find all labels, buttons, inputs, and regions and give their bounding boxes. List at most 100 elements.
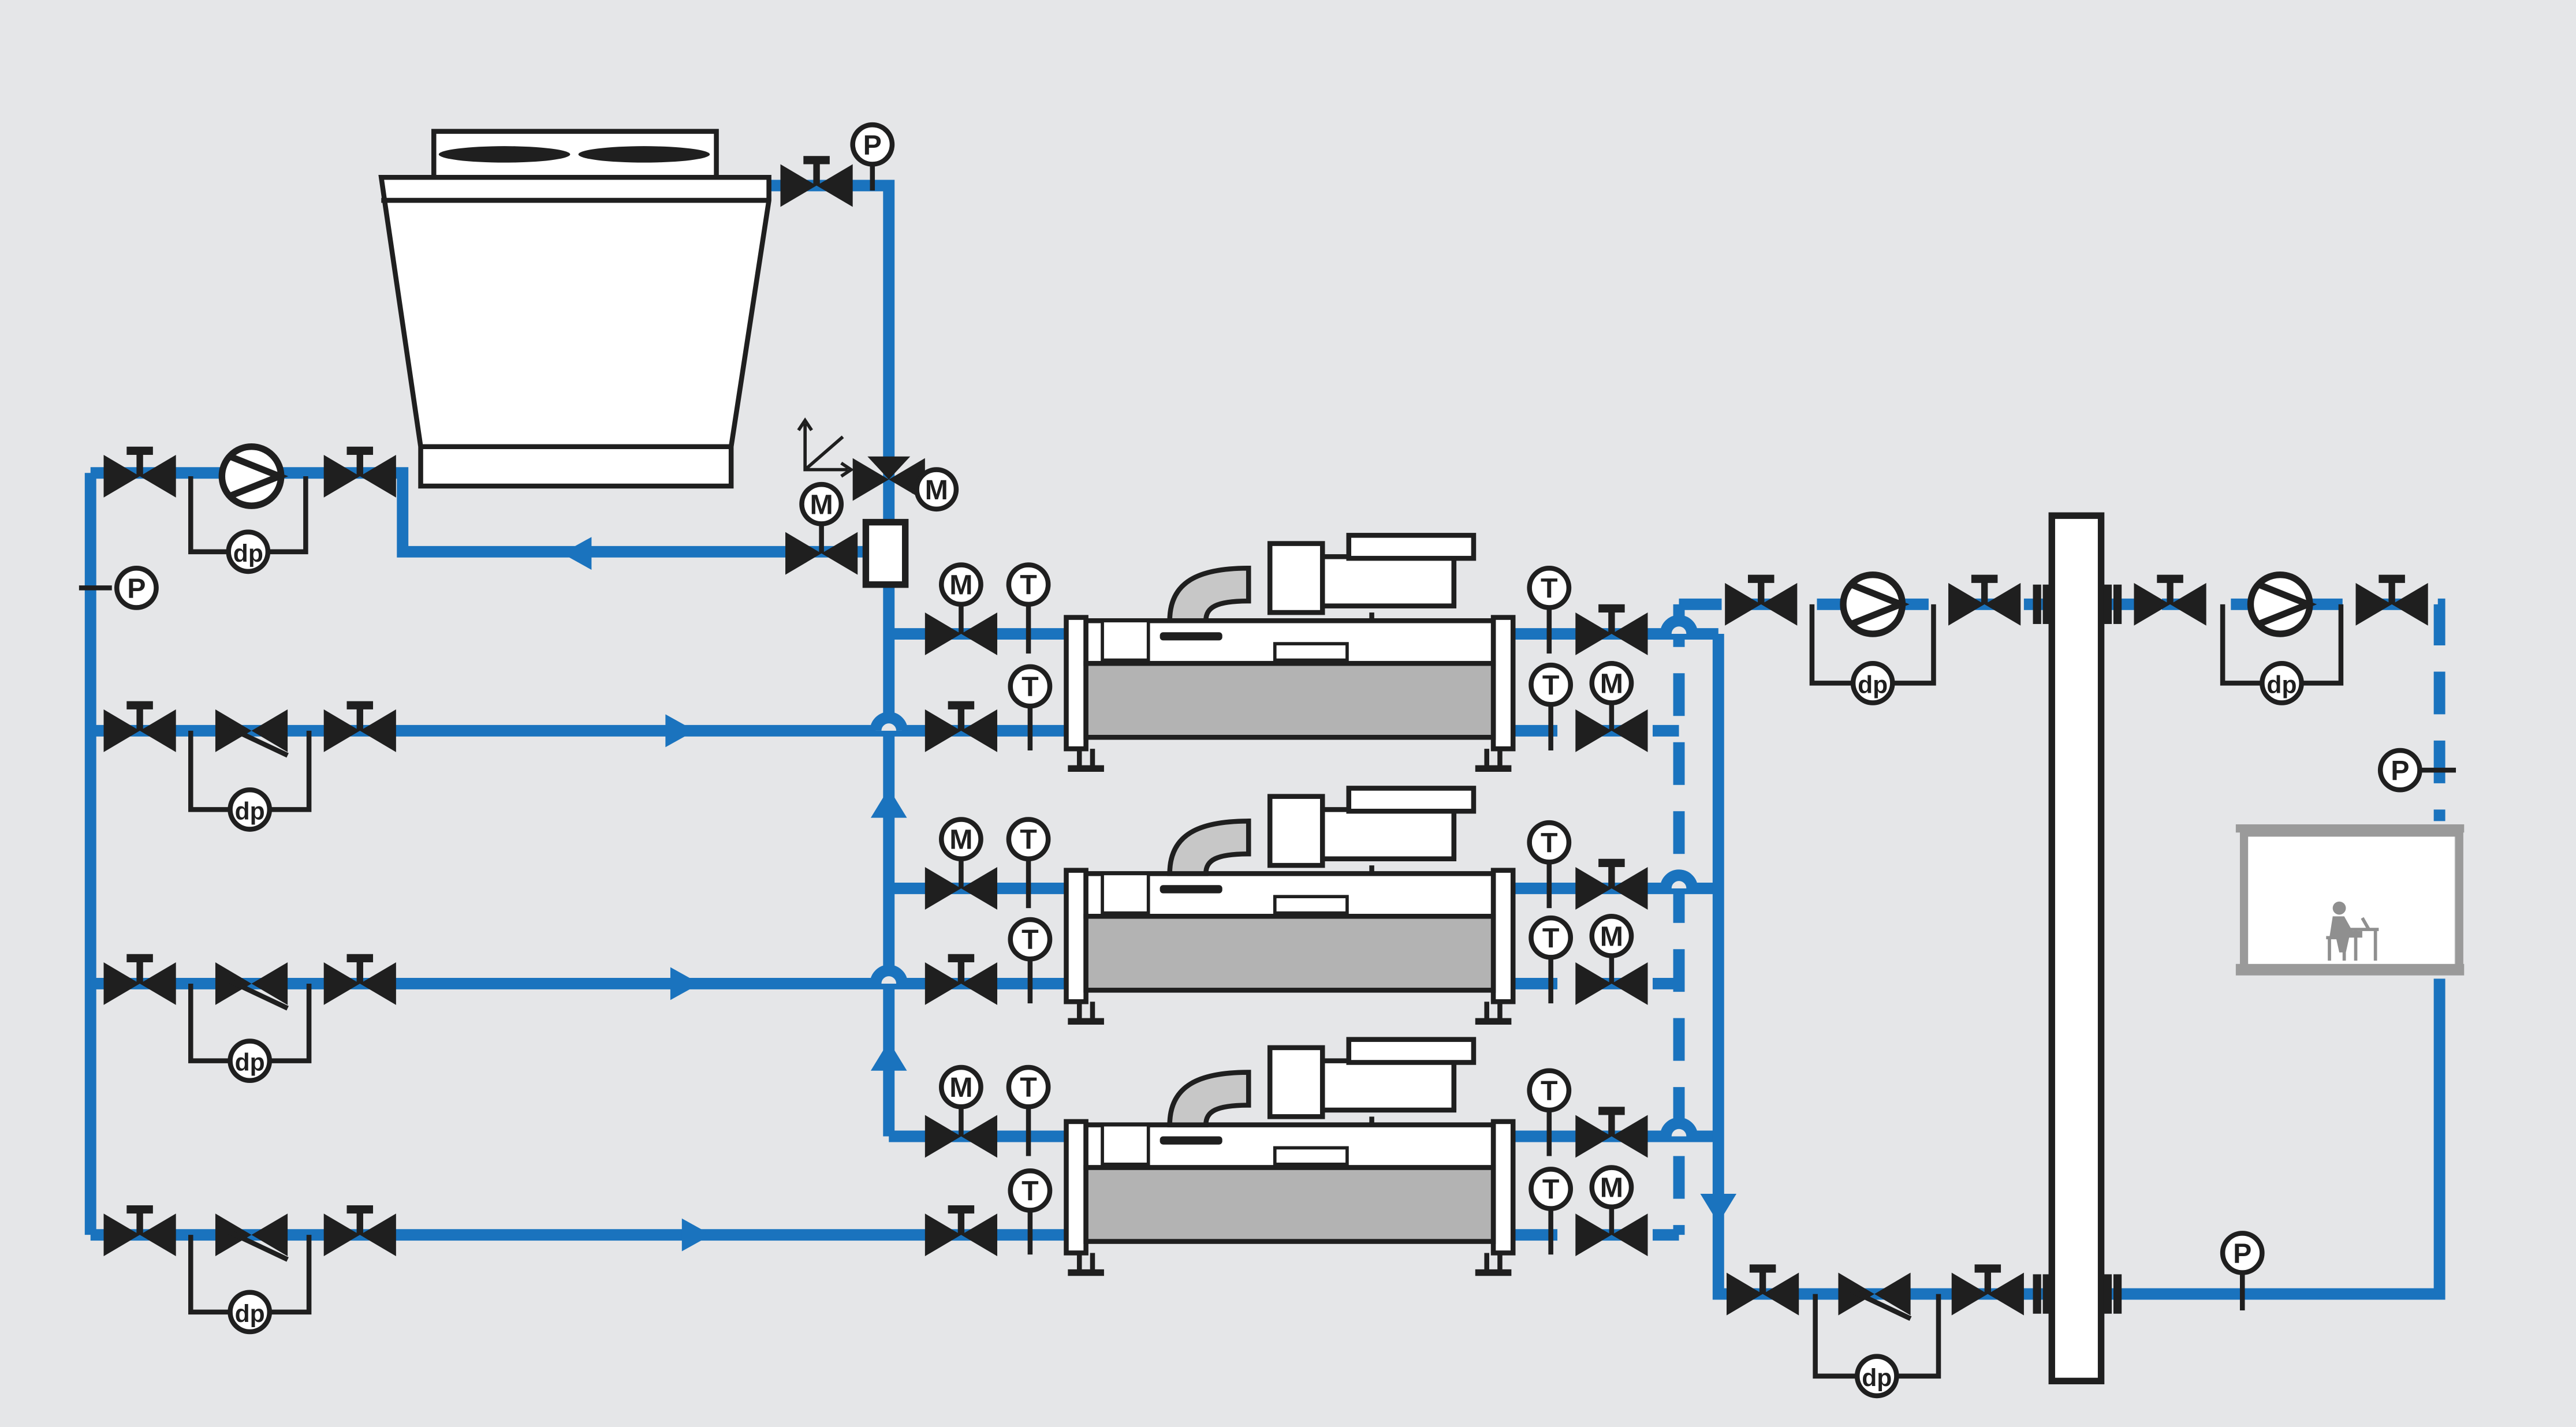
svg-text:T: T	[1022, 671, 1039, 703]
pressure-gauge: P	[850, 122, 895, 167]
compressor-motor	[1319, 1058, 1457, 1113]
pipe-segment	[84, 467, 888, 1235]
gate-valve	[780, 156, 853, 207]
tower-body	[378, 174, 771, 489]
compressor	[1267, 794, 1325, 868]
gate-valve	[103, 701, 176, 752]
pipe-flange	[2103, 584, 2112, 624]
svg-text:T: T	[1541, 573, 1558, 604]
temperature-gauge: T	[1008, 917, 1053, 962]
motor-base	[1273, 895, 1349, 915]
dp-gauge: dp	[2260, 660, 2304, 705]
chiller-end-plate	[1064, 868, 1088, 1004]
svg-text:M: M	[1600, 1172, 1623, 1204]
actuator-indicator	[803, 423, 848, 472]
gate-valve	[924, 701, 997, 752]
cooling-tower	[378, 129, 771, 489]
svg-text:M: M	[1600, 668, 1623, 699]
gate-valve	[1951, 1264, 2024, 1316]
gate-valve	[323, 1205, 396, 1257]
pipe-flange	[2113, 1274, 2122, 1314]
motor-actuator: M	[1589, 914, 1634, 958]
pipe-flange	[2103, 1274, 2112, 1314]
chiller-end-plate	[1064, 615, 1088, 752]
compressor-motor	[1319, 554, 1457, 608]
chiller-3	[1064, 1037, 1516, 1276]
temperature-gauge: T	[1529, 662, 1574, 707]
building-room	[2244, 827, 2455, 971]
gate-valve	[1575, 1107, 1648, 1158]
pipe-crossover	[1660, 615, 1698, 634]
flow-arrow	[1700, 1194, 1737, 1224]
chiller-1	[1064, 533, 1516, 772]
svg-text:dp: dp	[1862, 1364, 1892, 1392]
chiller-2	[1064, 786, 1516, 1025]
temperature-gauge: T	[1006, 1064, 1051, 1110]
svg-text:M: M	[810, 489, 833, 520]
three-way-valve-port	[867, 456, 911, 480]
balancing-valve	[1838, 1272, 1912, 1321]
chiller-end-plate	[1490, 1119, 1516, 1256]
dp-gauge: dp	[226, 529, 271, 574]
motor-base	[1273, 642, 1349, 662]
svg-text:M: M	[949, 1072, 972, 1103]
bypass-box	[862, 518, 909, 588]
svg-text:T: T	[1542, 670, 1560, 701]
gate-valve	[2355, 574, 2428, 626]
svg-text:T: T	[1020, 1072, 1037, 1103]
flow-arrow	[681, 1218, 712, 1252]
pipe-flange	[2033, 584, 2041, 624]
svg-text:dp: dp	[235, 1049, 265, 1077]
chiller-oil-box	[1101, 1123, 1150, 1166]
motor-actuator: M	[939, 1064, 983, 1110]
svg-text:M: M	[1600, 921, 1623, 952]
temperature-gauge: T	[1006, 562, 1051, 607]
chiller-oil-box	[1101, 872, 1150, 915]
pressure-gauge: P	[2220, 1231, 2265, 1275]
dp-gauge: dp	[1854, 1354, 1899, 1399]
svg-text:T: T	[1022, 924, 1039, 955]
chiller-end-plate	[1490, 868, 1516, 1004]
svg-text:M: M	[925, 475, 948, 506]
pipe-crossover	[870, 965, 908, 984]
compressor-elbow	[1167, 1070, 1251, 1127]
chiller-end-plate	[1064, 1119, 1088, 1256]
temperature-gauge: T	[1529, 1167, 1574, 1211]
svg-text:dp: dp	[235, 797, 265, 825]
gate-valve	[924, 1205, 997, 1257]
gate-valve	[323, 701, 396, 752]
starter-panel	[1346, 533, 1477, 561]
gate-valve	[2134, 574, 2206, 626]
chiller-legs	[1076, 1002, 1503, 1022]
chiller-oil-box	[1101, 619, 1150, 662]
svg-text:dp: dp	[2266, 671, 2297, 698]
compressor	[1267, 541, 1325, 615]
person-at-desk-icon	[2326, 901, 2379, 961]
gate-valve	[1575, 604, 1648, 656]
flow-arrow	[665, 714, 695, 748]
tower-fan-blade	[578, 146, 710, 163]
flow-arrow	[870, 788, 907, 818]
compressor-motor	[1319, 807, 1457, 862]
gate-valve	[103, 1205, 176, 1257]
gate-valve	[103, 446, 176, 498]
motor-base	[1273, 1146, 1349, 1166]
svg-text:P: P	[127, 573, 146, 604]
gate-valve	[924, 954, 997, 1005]
building-roof	[2235, 824, 2465, 833]
gate-valve	[323, 446, 396, 498]
svg-text:T: T	[1541, 827, 1558, 858]
svg-text:M: M	[949, 824, 972, 856]
compressor-elbow	[1167, 565, 1251, 623]
temperature-gauge: T	[1527, 820, 1572, 865]
svg-text:T: T	[1020, 824, 1037, 856]
svg-text:T: T	[1542, 922, 1560, 954]
building-floor	[2235, 963, 2465, 976]
pipe-crossover	[1660, 869, 1698, 889]
equipment	[378, 129, 2465, 1385]
motorized-valve	[1575, 709, 1648, 752]
flow-arrow	[562, 537, 592, 570]
motor-actuator: M	[1589, 1165, 1634, 1210]
